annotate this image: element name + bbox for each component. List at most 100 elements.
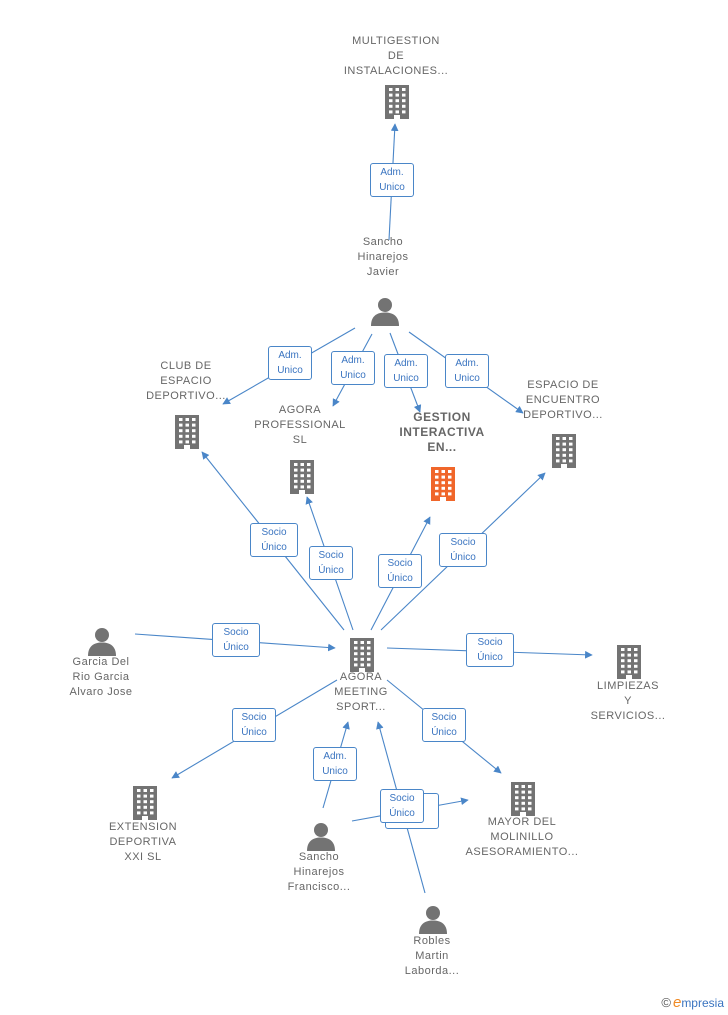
- node-label-line: Alvaro Jose: [69, 686, 133, 698]
- node-label-line: INSTALACIONES...: [343, 65, 449, 77]
- node-label-espacio-encuentro[interactable]: ESPACIO DE ENCUENTRO DEPORTIVO...: [493, 378, 633, 423]
- edge-label-text: Único: [223, 642, 249, 653]
- building-icon[interactable]: [383, 85, 411, 124]
- building-icon[interactable]: [509, 782, 537, 821]
- node-label-line: ESPACIO: [160, 375, 212, 387]
- node-label-line: MAYOR DEL: [487, 816, 557, 828]
- node-label-club-espacio[interactable]: CLUB DE ESPACIO DEPORTIVO...: [116, 359, 256, 404]
- node-label-line: XXI SL: [124, 851, 162, 863]
- edge-label-text: Único: [477, 652, 503, 663]
- node-label-line: Laborda...: [404, 965, 460, 977]
- edge-label-text: Socio: [477, 637, 503, 648]
- edge-label-e3[interactable]: Adm. Unico: [331, 351, 375, 385]
- edge-label-e5[interactable]: Adm.Unico: [445, 354, 489, 388]
- node-label-line: DE: [387, 50, 405, 62]
- edge-label-text: Unico: [340, 370, 366, 381]
- edge-label-text: Único: [387, 573, 413, 584]
- node-label-line: Francisco...: [287, 881, 351, 893]
- edge-label-e1[interactable]: Adm. Unico: [370, 163, 414, 197]
- footer-brand: ©empresia: [661, 994, 724, 1011]
- node-label-line: MULTIGESTION: [352, 35, 440, 47]
- node-label-extension[interactable]: EXTENSION DEPORTIVA XXI SL: [73, 820, 213, 865]
- edge-label-e14[interactable]: Adm. Unico: [313, 747, 357, 781]
- node-label-line: ASESORAMIENTO...: [465, 846, 579, 858]
- node-label-line: Hinarejos: [293, 866, 345, 878]
- node-label-line: DEPORTIVO...: [523, 409, 603, 421]
- node-label-agora-meeting[interactable]: AGORA MEETING SPORT...: [291, 670, 431, 715]
- node-label-line: EN...: [427, 440, 457, 454]
- edge-label-e2[interactable]: Adm.Unico: [268, 346, 312, 380]
- node-label-line: EXTENSION: [108, 821, 178, 833]
- node-label-line: DEPORTIVO...: [146, 390, 226, 402]
- person-icon[interactable]: [87, 626, 117, 661]
- brand-logo-initial: e: [672, 994, 682, 1011]
- edge-label-text: Socio: [387, 558, 413, 569]
- edge-label-e4[interactable]: Adm.Unico: [384, 354, 428, 388]
- building-icon[interactable]: [550, 434, 578, 473]
- node-label-line: DEPORTIVA: [109, 836, 177, 848]
- node-label-line: ESPACIO DE: [527, 379, 599, 391]
- edge-label-text: Socio: [431, 712, 457, 723]
- edge-label-text: Unico: [379, 182, 405, 193]
- node-label-line: AGORA: [278, 404, 322, 416]
- edge-label-text: Adm.: [341, 355, 365, 366]
- node-label-line: MEETING: [334, 686, 388, 698]
- node-label-line: ENCUENTRO: [525, 394, 601, 406]
- node-label-line: MOLINILLO: [490, 831, 554, 843]
- building-icon[interactable]: [131, 786, 159, 825]
- node-label-multigestion[interactable]: MULTIGESTION DE INSTALACIONES...: [326, 34, 466, 79]
- building-icon[interactable]: [615, 645, 643, 684]
- node-label-line: SL: [292, 434, 308, 446]
- building-icon[interactable]: [348, 638, 376, 677]
- node-label-line: SPORT...: [336, 701, 386, 713]
- edge-label-text: Unico: [454, 373, 480, 384]
- node-label-mayor-molinillo[interactable]: MAYOR DEL MOLINILLO ASESORAMIENTO...: [452, 815, 592, 860]
- node-label-line: INTERACTIVA: [399, 425, 485, 439]
- edge-label-text: Socio: [389, 793, 415, 804]
- edge-label-text: Único: [450, 552, 476, 563]
- node-label-line: Javier: [366, 266, 400, 278]
- node-label-line: Sancho: [298, 851, 340, 863]
- building-icon[interactable]: [288, 460, 316, 499]
- node-label-line: LIMPIEZAS: [597, 680, 659, 692]
- building-icon[interactable]: [173, 415, 201, 454]
- edge-label-text: Único: [261, 542, 287, 553]
- brand-logo-text: mpresia: [681, 996, 724, 1010]
- person-icon[interactable]: [306, 821, 336, 856]
- edge-label-text: Unico: [322, 766, 348, 777]
- edge-label-text: Único: [318, 565, 344, 576]
- node-label-line: PROFESSIONAL: [254, 419, 346, 431]
- node-label-line: AGORA: [339, 671, 383, 683]
- edge-label-text: Adm.: [278, 350, 302, 361]
- edge-label-text: Socio: [450, 537, 476, 548]
- edge-label-text: Socio: [241, 712, 267, 723]
- edge-label-text: Único: [431, 727, 457, 738]
- node-label-line: CLUB DE: [160, 360, 212, 372]
- node-label-agora-professional[interactable]: AGORA PROFESSIONAL SL: [230, 403, 370, 448]
- building-icon[interactable]: [429, 467, 457, 506]
- edge-label-text: Adm.: [323, 751, 347, 762]
- node-label-line: Robles: [413, 935, 451, 947]
- node-label-line: Sancho: [362, 236, 404, 248]
- edge-label-text: Adm.: [380, 167, 404, 178]
- node-label-line: Martin: [415, 950, 449, 962]
- edge-label-text: Unico: [393, 373, 419, 384]
- person-icon[interactable]: [370, 296, 400, 331]
- person-icon[interactable]: [418, 904, 448, 939]
